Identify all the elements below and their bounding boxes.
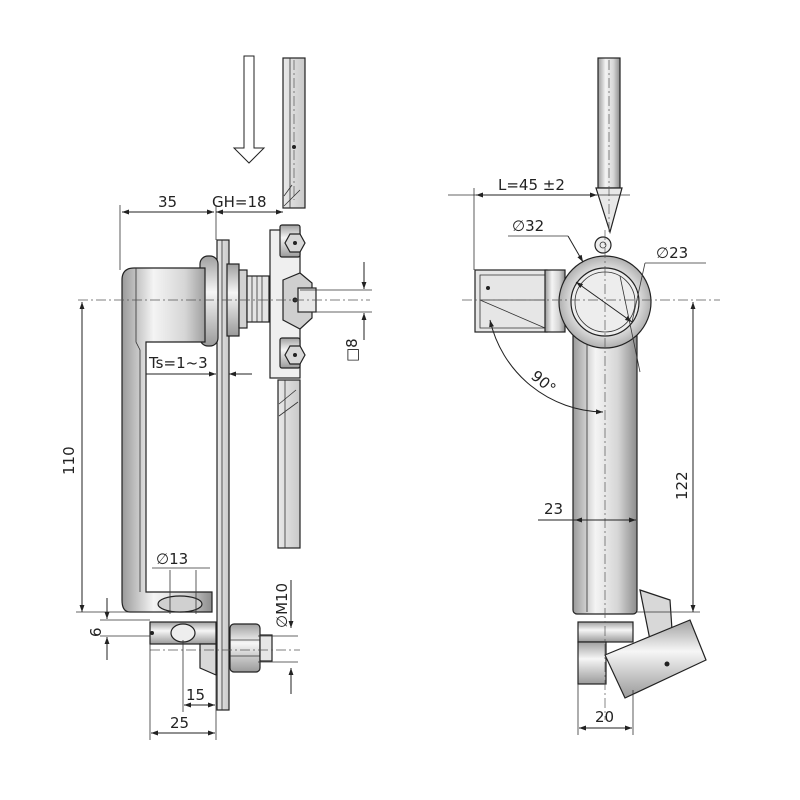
- side-view-dimensions: 35 GH=18 Ts=1~3 110 □8 ∅13 ∅M10: [60, 193, 372, 740]
- bottom-tab: [604, 619, 707, 699]
- dim-d23: ∅23: [656, 244, 688, 262]
- dim-35: 35: [158, 193, 177, 211]
- dim-ts: Ts=1~3: [148, 354, 208, 372]
- bottom-bracket: [149, 621, 217, 676]
- dim-15: 15: [186, 686, 205, 704]
- dim-110: 110: [60, 446, 78, 475]
- dim-20: 20: [595, 708, 614, 726]
- cam-assembly: [269, 224, 317, 379]
- front-view: [462, 57, 720, 720]
- lock-body: [199, 255, 270, 347]
- dim-m10: ∅M10: [273, 583, 291, 628]
- cam-arm: [474, 269, 566, 333]
- l-handle: [121, 267, 213, 613]
- dim-l: L=45 ±2: [498, 176, 565, 194]
- m10-nut: [229, 623, 273, 673]
- locking-bar-top: [282, 57, 306, 209]
- direction-arrow-icon: [232, 55, 266, 164]
- dim-90: 90°: [527, 367, 559, 398]
- dim-sq8: □8: [343, 338, 361, 362]
- side-view: [78, 55, 370, 711]
- front-view-dimensions: L=45 ±2 ∅32 ∅23 90° 23 122 20: [448, 176, 706, 735]
- dim-gh: GH=18: [212, 193, 267, 211]
- dim-122: 122: [673, 471, 691, 500]
- dim-d32: ∅32: [512, 217, 544, 235]
- dim-23: 23: [544, 500, 563, 518]
- locking-bar-bottom: [277, 379, 301, 549]
- dim-25: 25: [170, 714, 189, 732]
- dim-6: 6: [87, 627, 105, 637]
- dim-d13: ∅13: [156, 550, 188, 568]
- door-panel: [216, 239, 230, 711]
